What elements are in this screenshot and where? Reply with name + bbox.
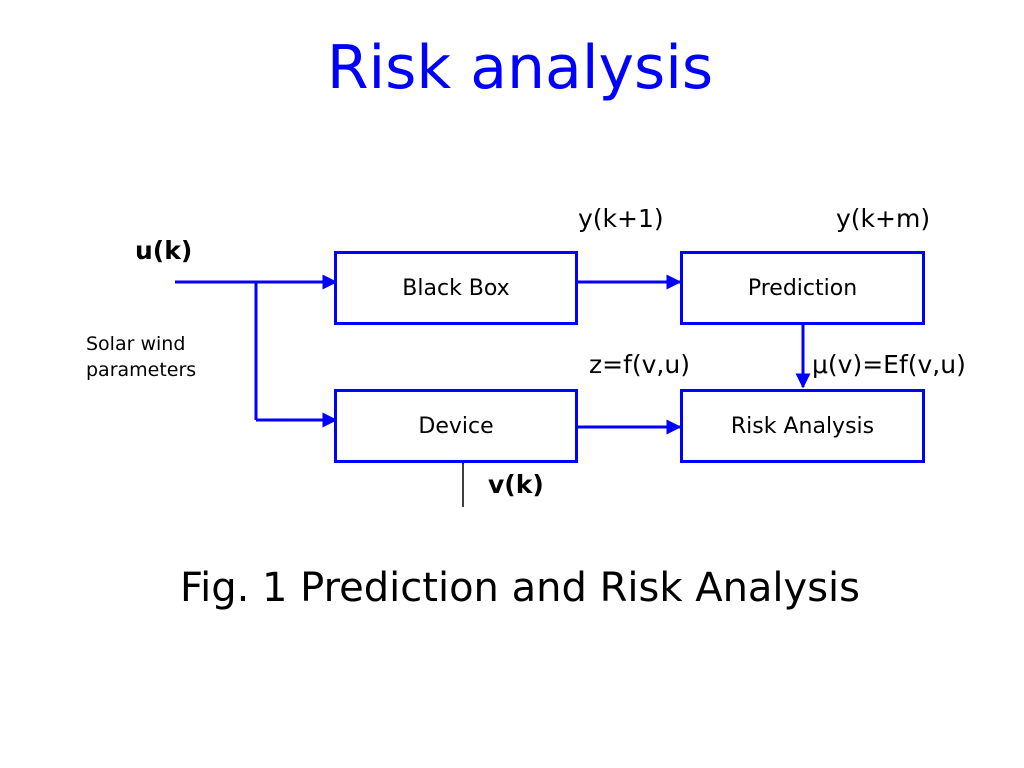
y-next-label: y(k+1) [578,204,664,233]
device-block: Device [334,389,578,463]
y-future-label: y(k+m) [836,204,931,233]
risk-analysis-block: Risk Analysis [680,389,925,463]
input-signal-label: u(k) [135,236,193,265]
figure-caption: Fig. 1 Prediction and Risk Analysis [179,565,861,611]
z-function-label: z=f(v,u) [589,350,690,379]
device-label: Device [418,413,494,439]
slide-title: Risk analysis [326,33,714,103]
input-note-label: Solar wind parameters [86,333,197,381]
prediction-label: Prediction [747,275,858,301]
prediction-block: Prediction [680,251,925,325]
risk-analysis-label: Risk Analysis [730,413,875,439]
black-box-label: Black Box [402,275,510,301]
mu-function-label: μ(v)=Ef(v,u) [812,350,966,379]
v-signal-label: v(k) [488,470,544,499]
black-box-block: Black Box [334,251,578,325]
